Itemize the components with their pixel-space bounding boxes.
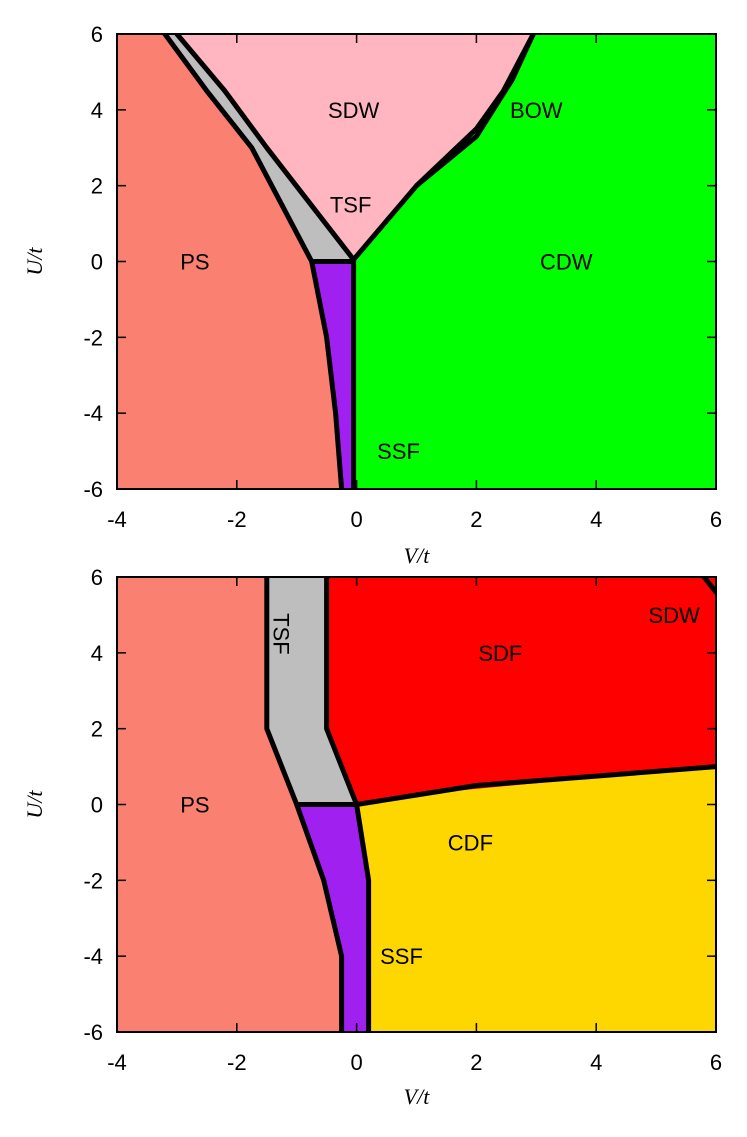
bottom-y-tick-label: 6	[91, 565, 103, 590]
top-plot-area	[117, 34, 716, 489]
top-y-tick-label: 0	[91, 250, 103, 275]
top-y-tick-label: -2	[83, 325, 103, 350]
top-region-label-tsf: TSF	[330, 193, 372, 218]
bottom-x-axis-title: V/t	[404, 1084, 431, 1109]
bottom-phase-boundary-1	[264, 577, 345, 1032]
bottom-x-tick-label: 6	[710, 1050, 722, 1075]
bottom-x-tick-label: 0	[350, 1050, 362, 1075]
bottom-y-tick-label: -4	[83, 944, 103, 969]
top-y-tick-label: 2	[91, 174, 103, 199]
top-y-tick-label: -6	[83, 477, 103, 502]
top-x-tick-label: 0	[350, 507, 362, 532]
top-x-tick-label: -4	[107, 507, 127, 532]
bottom-y-tick-label: 4	[91, 641, 103, 666]
bottom-x-tick-label: 4	[590, 1050, 602, 1075]
top-region-label-ps: PS	[180, 250, 209, 275]
top-y-tick-label: 4	[91, 98, 103, 123]
top-y-axis-title: U/t	[22, 247, 47, 276]
bottom-y-axis-title: U/t	[22, 790, 47, 819]
bottom-y-tick-label: 2	[91, 717, 103, 742]
bottom-plot-area	[117, 577, 716, 1032]
top-x-tick-label: 6	[710, 507, 722, 532]
bottom-x-tick-label: 2	[470, 1050, 482, 1075]
bottom-region-label-sdw: SDW	[648, 603, 700, 628]
bottom-y-tick-label: -6	[83, 1020, 103, 1045]
top-region-label-cdw: CDW	[540, 250, 593, 275]
top-y-tick-label: -4	[83, 401, 103, 426]
top-region-label-bow: BOW	[510, 98, 563, 123]
bottom-region-label-sdf: SDF	[478, 641, 522, 666]
top-x-axis-title: V/t	[404, 543, 431, 568]
top-x-tick-label: 4	[590, 507, 602, 532]
bottom-region-label-ssf: SSF	[380, 944, 423, 969]
bottom-x-tick-label: -2	[227, 1050, 247, 1075]
top-region-label-sdw: SDW	[328, 98, 380, 123]
top-phase-boundary-3	[414, 34, 536, 189]
bottom-x-tick-label: -4	[107, 1050, 127, 1075]
bottom-y-tick-label: 0	[91, 793, 103, 818]
top-x-tick-label: -2	[227, 507, 247, 532]
bottom-region-cdf	[356, 766, 716, 1032]
bottom-region-label-cdf: CDF	[448, 830, 493, 855]
bottom-y-tick-label: -2	[83, 868, 103, 893]
top-region-label-ssf: SSF	[377, 439, 420, 464]
bottom-region-label-tsf: TSF	[269, 613, 294, 655]
top-x-tick-label: 2	[470, 507, 482, 532]
bottom-region-label-ps: PS	[180, 793, 209, 818]
bottom-phase-boundary-4	[354, 764, 716, 807]
top-y-tick-label: 6	[91, 22, 103, 47]
bottom-phase-boundary-5	[701, 577, 716, 595]
